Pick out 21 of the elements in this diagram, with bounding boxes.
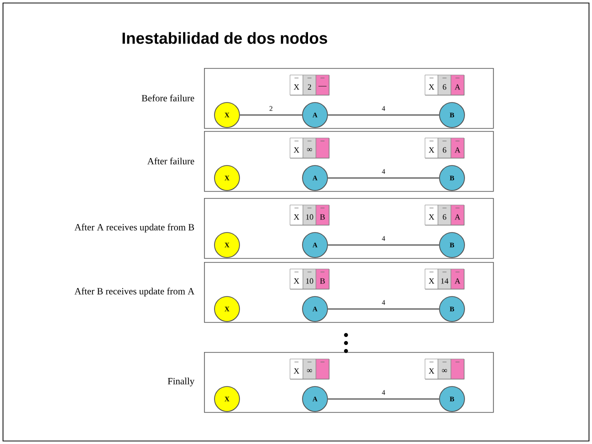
node-label: After A receives update from B <box>74 224 194 232</box>
routing-table: X 10 B <box>290 204 330 226</box>
routing-table: X 6 A <box>424 74 464 96</box>
node-label: After B receives update from A <box>74 288 194 296</box>
routing-table: X 2 — <box>290 74 330 96</box>
link-line <box>239 114 303 116</box>
routing-table: X ∞ <box>424 358 464 380</box>
link-line <box>327 308 440 310</box>
node-label: Before failure <box>142 94 194 102</box>
routing-table: X 6 A <box>424 204 464 226</box>
routing-table: X 10 B <box>290 268 330 290</box>
node-label: Finally <box>168 378 194 386</box>
title: Inestabilidad de dos nodos <box>122 32 328 44</box>
routing-table: X 6 A <box>424 138 464 158</box>
routing-table: X ∞ <box>290 358 330 380</box>
link-line <box>327 114 440 116</box>
node-label: After failure <box>147 158 194 164</box>
routing-table: X ∞ <box>290 138 330 158</box>
link-line <box>327 398 440 400</box>
link-line <box>327 244 440 246</box>
routing-table: X 14 A <box>424 268 464 290</box>
